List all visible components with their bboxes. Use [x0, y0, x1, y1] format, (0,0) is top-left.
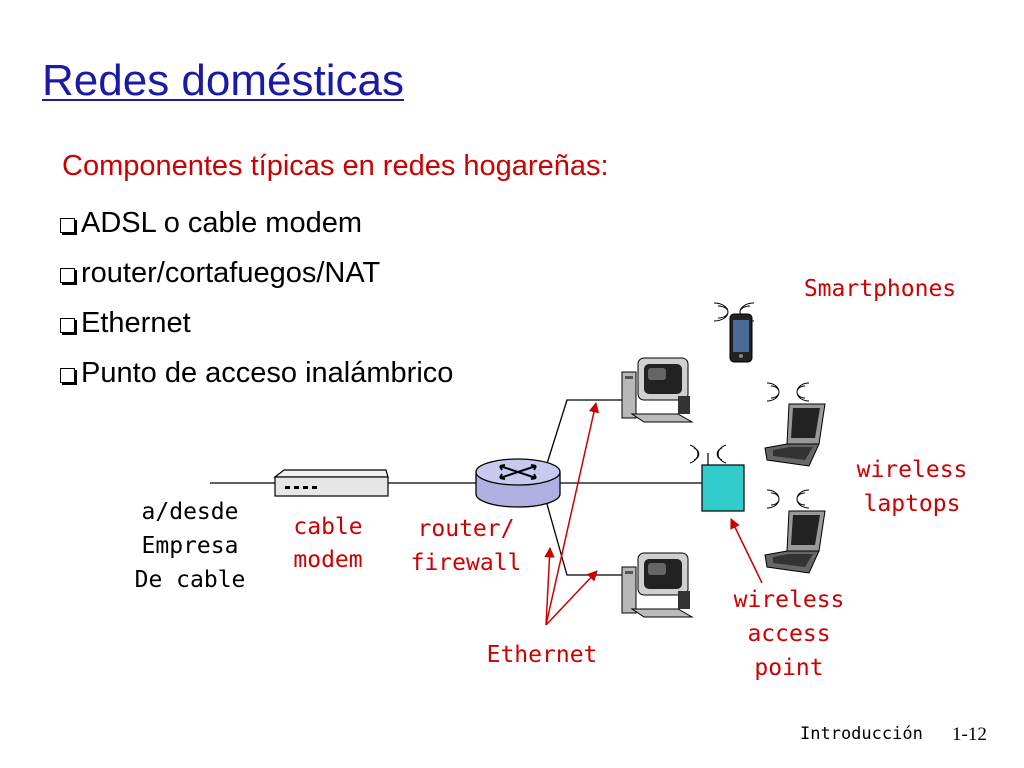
smartphones-label: Smartphones	[804, 276, 956, 302]
checkbox-bullet-icon	[60, 367, 75, 383]
cable-modem-label: modem	[293, 547, 362, 573]
page-number: 1-12	[952, 724, 987, 745]
desktop-computer-icon	[621, 552, 694, 618]
access-point-label: access	[747, 621, 830, 647]
router-pc-top-link	[544, 399, 625, 471]
arrow	[545, 570, 598, 626]
bullet-text: Punto de acceso inalámbrico	[81, 357, 454, 389]
cable-company-label: De cable	[135, 567, 246, 593]
laptop-icon	[764, 489, 826, 574]
checkbox-bullet-icon	[60, 317, 75, 333]
slide-subtitle: Componentes típicas en redes hogareñas:	[62, 150, 609, 182]
bullet-item: Punto de acceso inalámbrico	[60, 348, 453, 398]
router-pc-bottom-link	[544, 496, 625, 576]
arrow	[544, 546, 555, 626]
ethernet-arrows	[544, 401, 763, 626]
cable-company-label: a/desde	[142, 499, 239, 525]
arrow	[730, 518, 763, 584]
network-links	[210, 399, 702, 576]
checkbox-bullet-icon	[60, 217, 75, 233]
cable-modem-label: cable	[293, 514, 362, 540]
desktop-computer-icon	[621, 357, 694, 423]
bullet-item: ADSL o cable modem	[60, 198, 453, 248]
access-point-label: point	[754, 655, 823, 681]
laptops-label: wireless	[857, 457, 968, 483]
bullet-item: router/cortafuegos/NAT	[60, 248, 453, 298]
checkbox-bullet-icon	[60, 267, 75, 283]
diagram-labels: a/desde Empresa De cable cable modem rou…	[135, 276, 968, 681]
wireless-access-point-icon	[689, 444, 745, 512]
bullet-text: router/cortafuegos/NAT	[81, 257, 381, 289]
bullet-item: Ethernet	[60, 298, 453, 348]
bullet-list: ADSL o cable modem router/cortafuegos/NA…	[60, 198, 453, 398]
bullet-text: Ethernet	[81, 307, 191, 339]
bullet-text: ADSL o cable modem	[81, 207, 363, 239]
laptop-icon	[764, 382, 826, 467]
footer-section-label: Introducción	[800, 724, 923, 744]
cable-company-label: Empresa	[142, 533, 239, 559]
router-label: router/	[418, 516, 515, 542]
smartphone-icon	[713, 302, 755, 363]
laptops-label: laptops	[864, 491, 961, 517]
ethernet-label: Ethernet	[487, 642, 598, 668]
cable-modem-icon	[273, 469, 389, 497]
router-icon	[475, 458, 561, 508]
access-point-label: wireless	[734, 587, 845, 613]
arrow	[545, 401, 600, 626]
slide-title: Redes domésticas	[42, 56, 404, 105]
router-label: firewall	[411, 550, 522, 576]
